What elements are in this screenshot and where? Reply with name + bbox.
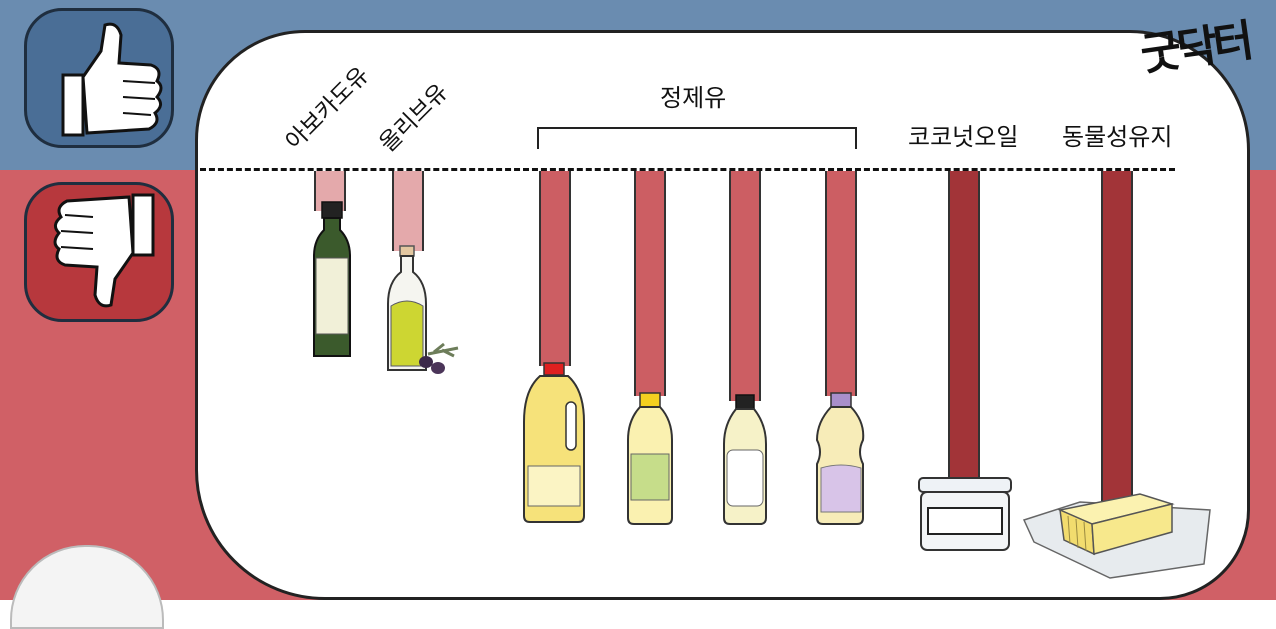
bar-refined-oil-1 (539, 171, 571, 366)
bar-refined-oil-2 (634, 171, 666, 396)
refined-oil-bracket (537, 127, 857, 149)
bar-animal-fat (1101, 171, 1133, 501)
bar-refined-oil-4 (825, 171, 857, 396)
label-animal-fat: 동물성유지 (1062, 123, 1173, 151)
label-refined-oil: 정제유 (660, 84, 727, 112)
thumbs-up-icon (24, 8, 174, 148)
refined-oil-bottle-2-icon (627, 392, 673, 525)
avocado-oil-bottle-icon (313, 201, 351, 357)
refined-oil-bottle-4-icon (815, 392, 865, 525)
bar-refined-oil-3 (729, 171, 761, 401)
refined-oil-jug-icon (523, 362, 585, 523)
bar-olive-oil (392, 171, 424, 251)
divider-line (200, 168, 1175, 171)
thumbs-down-icon (24, 182, 174, 322)
label-coconut-oil: 코코넛오일 (908, 123, 1019, 151)
bar-coconut-oil (948, 171, 980, 481)
butter-block-icon (1022, 493, 1211, 579)
refined-oil-bottle-3-icon (723, 394, 767, 525)
olive-oil-bottle-icon (387, 245, 459, 374)
coconut-oil-jar-icon (918, 477, 1012, 551)
